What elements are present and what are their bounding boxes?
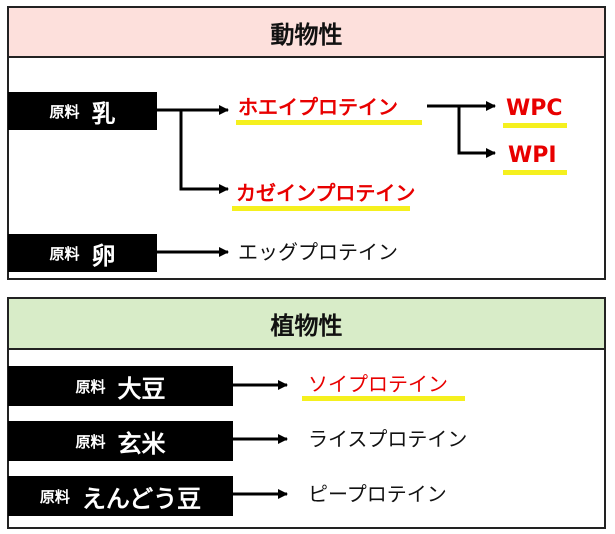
rice-protein-text: ライスプロテイン	[308, 427, 468, 451]
whey-underline	[236, 120, 422, 125]
source-rice-name: 玄米	[117, 429, 166, 458]
casein-underline	[232, 206, 410, 211]
source-milk-name: 乳	[91, 99, 116, 128]
egg-protein-text: エッグプロテイン	[238, 240, 398, 264]
source-rice: 原料 玄米	[8, 421, 233, 461]
wpi-text: WPI	[508, 143, 557, 168]
source-pea-name: えんどう豆	[81, 484, 202, 513]
wpc-underline	[503, 123, 567, 128]
plant-panel: 植物性	[7, 297, 606, 529]
source-egg-name: 卵	[91, 241, 116, 270]
source-soy-label: 原料	[75, 377, 106, 396]
casein-protein-text: カゼインプロテイン	[236, 181, 416, 205]
source-milk: 原料 乳	[8, 92, 157, 130]
soy-underline	[302, 396, 465, 401]
source-soy: 原料 大豆	[8, 366, 233, 406]
source-rice-label: 原料	[75, 432, 106, 451]
source-pea: 原料 えんどう豆	[8, 476, 233, 516]
plant-panel-header: 植物性	[9, 299, 604, 350]
source-egg-label: 原料	[49, 244, 80, 263]
wpi-underline	[503, 170, 567, 175]
plant-panel-title: 植物性	[270, 312, 343, 340]
whey-protein-text: ホエイプロテイン	[238, 95, 398, 119]
source-egg: 原料 卵	[8, 234, 157, 272]
animal-panel-header: 動物性	[9, 8, 604, 58]
source-soy-name: 大豆	[117, 374, 166, 403]
soy-protein-text: ソイプロテイン	[308, 372, 448, 396]
source-milk-label: 原料	[49, 102, 80, 121]
source-pea-label: 原料	[39, 487, 70, 506]
arrow-milk-to-casein	[179, 110, 229, 194]
wpc-text: WPC	[506, 96, 563, 121]
pea-protein-text: ピープロテイン	[308, 482, 447, 506]
animal-panel-title: 動物性	[270, 20, 343, 49]
arrow-whey-to-wpi	[457, 106, 496, 158]
